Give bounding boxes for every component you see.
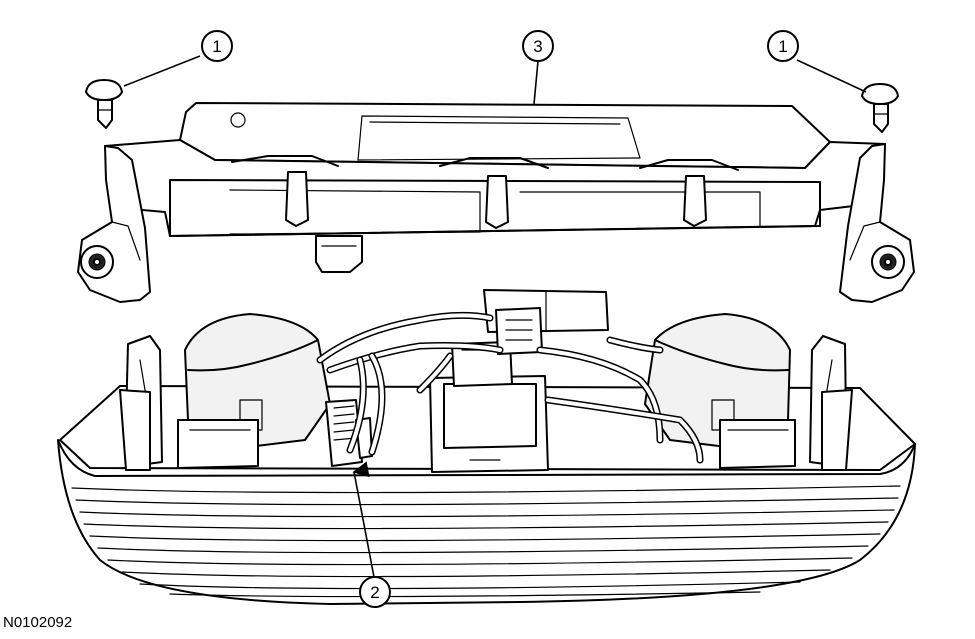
callout-3: 3 (522, 30, 554, 105)
callout-1-right-label: 1 (778, 37, 787, 56)
lamp-socket-right (644, 313, 796, 469)
housing-tab-left (119, 335, 163, 471)
figure-id: N0102092 (3, 614, 73, 631)
callout-2-label: 2 (370, 583, 379, 602)
callout-1-left: 1 (123, 30, 233, 87)
lamp-socket-left (177, 313, 331, 469)
callout-1-left-label: 1 (212, 37, 221, 56)
center-module (429, 341, 549, 473)
harness-connector (483, 289, 609, 355)
connector-item-2 (325, 399, 373, 467)
push-pin-right (861, 83, 899, 133)
cover-panel (77, 102, 915, 303)
push-pin-left (85, 79, 123, 129)
wiring-harness (316, 311, 704, 464)
callout-2: 2 (352, 461, 391, 608)
callout-1-right: 1 (767, 30, 867, 93)
callout-3-label: 3 (533, 37, 542, 56)
housing-tab-right (809, 335, 853, 471)
